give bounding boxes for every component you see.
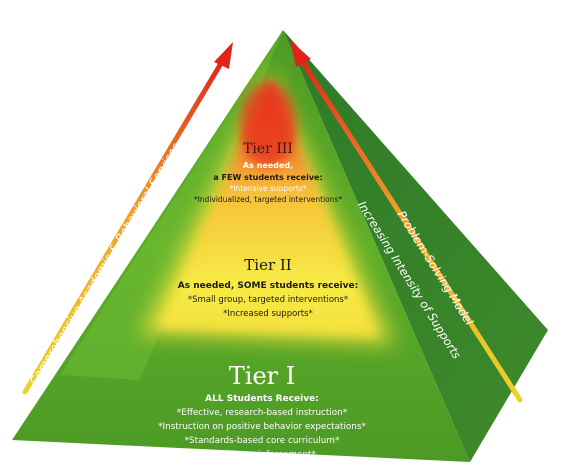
tier1-line: *Effective, research-based instruction* [177,408,348,418]
tier-glow [140,70,395,345]
tier2-line: *Increased supports* [223,309,313,319]
tier2-line: *Small group, targeted interventions* [188,295,348,305]
tier1-title: Tier I [229,362,295,390]
tier1-block: Tier I ALL Students Receive: *Effective,… [158,362,366,460]
tier1-line: *Instruction on positive behavior expect… [158,422,366,432]
tier1-line: *Positive reinforcement* [208,450,316,460]
tier3-line: a FEW students receive: [213,173,322,182]
right-arrow [290,40,523,403]
tier2-block: Tier II As needed, SOME students receive… [178,256,358,319]
left-arrow [22,42,233,395]
tier3-line: *Individualized, targeted interventions* [194,195,343,204]
right-arrow-head [290,40,311,67]
tier1-line: *Standards-based core curriculum* [185,436,340,446]
left-arrow-head [214,42,233,69]
tier3-block: Tier III As needed, a FEW students recei… [194,141,343,204]
tier3-title: Tier III [243,141,293,157]
pyramid-front-highlight [60,30,283,380]
tier-glow-core [158,78,378,336]
tier3-red-spot [240,83,296,167]
tier2-title: Tier II [244,256,292,274]
tier1-line: ALL Students Receive: [205,394,319,404]
tier2-line: As needed, SOME students receive: [178,281,358,291]
tier3-line: As needed, [243,161,293,170]
tier3-line: *Intensive supports* [230,184,307,193]
